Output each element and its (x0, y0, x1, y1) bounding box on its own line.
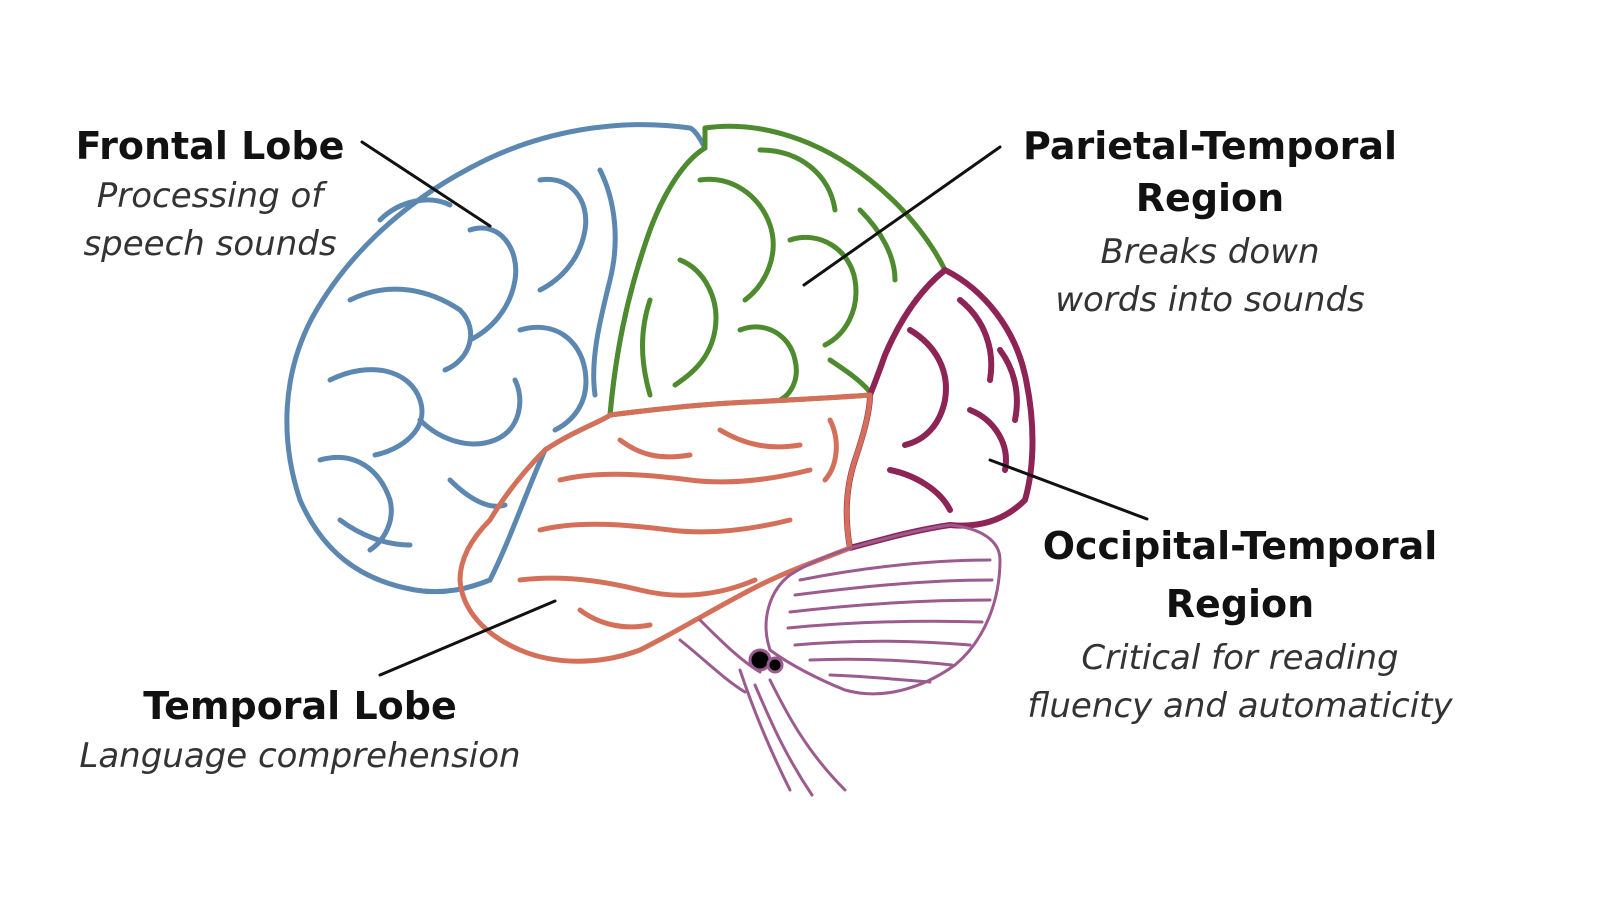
occipital-pointer-line (988, 458, 1149, 521)
occipital-temporal-region (843, 267, 1036, 551)
occipital-temporal-title-line2: Region (1165, 582, 1315, 626)
occipital-temporal-title-line1: Occipital-Temporal (1042, 524, 1438, 568)
pointer-lines (360, 140, 1149, 677)
temporal-lobe-desc: Language comprehension (79, 736, 521, 776)
parietal-temporal-label: Parietal-Temporal Region Breaks down wor… (1010, 120, 1410, 324)
parietal-temporal-desc-line2: words into sounds (1055, 280, 1365, 320)
occipital-temporal-desc-line2: fluency and automaticity (1027, 686, 1453, 726)
temporal-lobe-label: Temporal Lobe Language comprehension (70, 680, 530, 780)
frontal-lobe-desc-line2: speech sounds (83, 224, 337, 264)
frontal-lobe-label: Frontal Lobe Processing of speech sounds (70, 120, 350, 268)
temporal-lobe-title: Temporal Lobe (143, 684, 457, 728)
temporal-lobe-region (457, 392, 873, 664)
frontal-pointer-line (360, 140, 492, 228)
parietal-temporal-title-line1: Parietal-Temporal (1023, 124, 1397, 168)
parietal-pointer-line (802, 145, 1002, 287)
cerebellum (678, 523, 1002, 797)
frontal-lobe-title: Frontal Lobe (75, 124, 345, 168)
parietal-temporal-desc-line1: Breaks down (1100, 232, 1320, 272)
parietal-temporal-region (607, 123, 948, 418)
parietal-temporal-title-line2: Region (1135, 176, 1285, 220)
temporal-pointer-line (378, 599, 557, 677)
occipital-temporal-label: Occipital-Temporal Region Critical for r… (1020, 520, 1460, 730)
frontal-lobe-desc-line1: Processing of (96, 176, 324, 216)
occipital-temporal-desc-line1: Critical for reading (1081, 638, 1399, 678)
